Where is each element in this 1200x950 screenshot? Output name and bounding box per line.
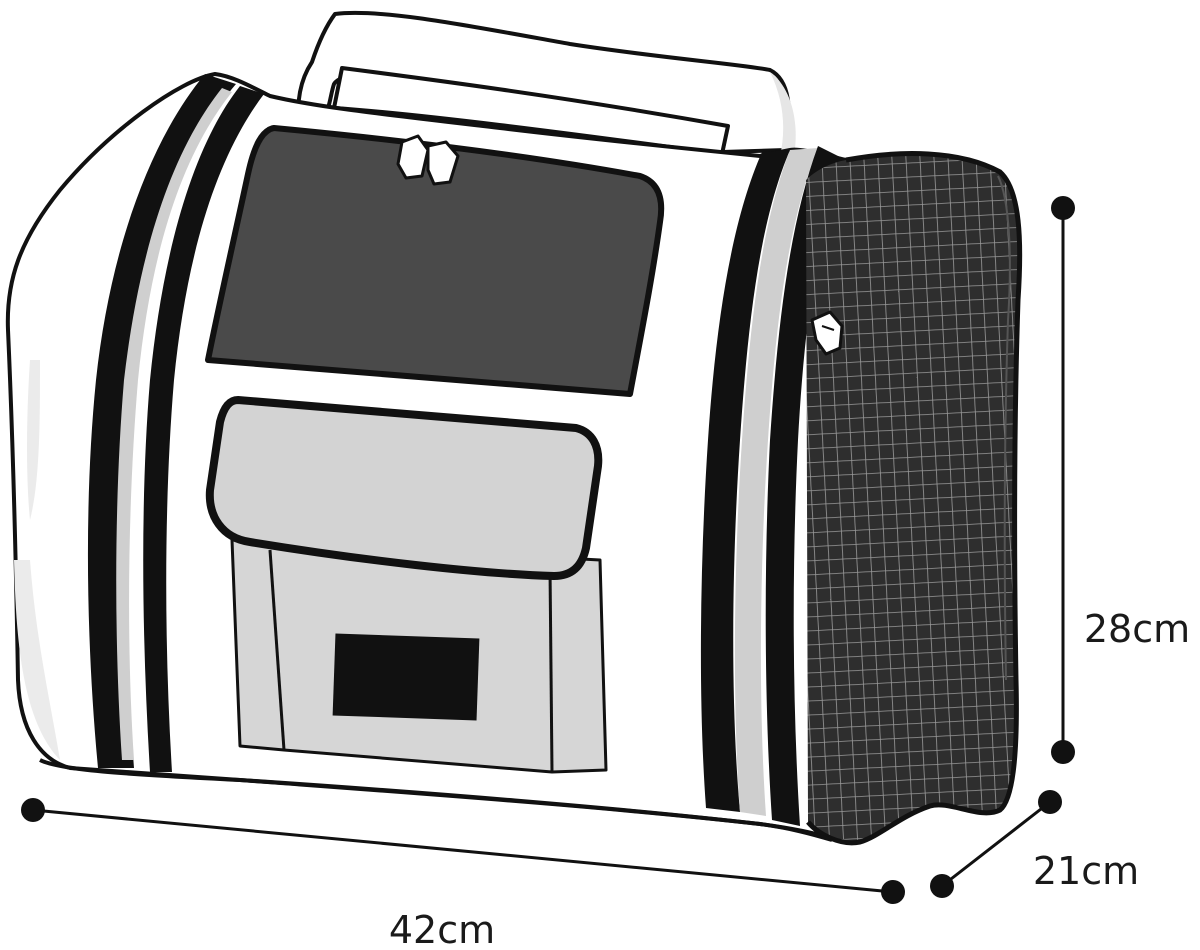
length-dimension: 42cm: [21, 798, 905, 950]
length-label: 42cm: [389, 908, 495, 950]
carry-handle: [296, 10, 796, 156]
depth-dimension: 21cm: [930, 790, 1139, 898]
height-dimension: 28cm: [1051, 196, 1190, 764]
left-zipper-band: [87, 74, 264, 772]
pocket-flap: [205, 396, 603, 580]
depth-label: 21cm: [1033, 849, 1139, 893]
mesh-zipper-pull-icon: [810, 310, 844, 356]
front-pocket: [205, 396, 608, 774]
top-zipper-pull-icon: [396, 134, 460, 186]
height-label: 28cm: [1084, 607, 1190, 651]
right-zipper-band: [700, 146, 846, 826]
front-window-panel: [205, 125, 665, 397]
side-mesh-panel: [806, 151, 1023, 846]
carrier-bag: [5, 10, 1023, 846]
pocket-patch: [332, 633, 480, 721]
